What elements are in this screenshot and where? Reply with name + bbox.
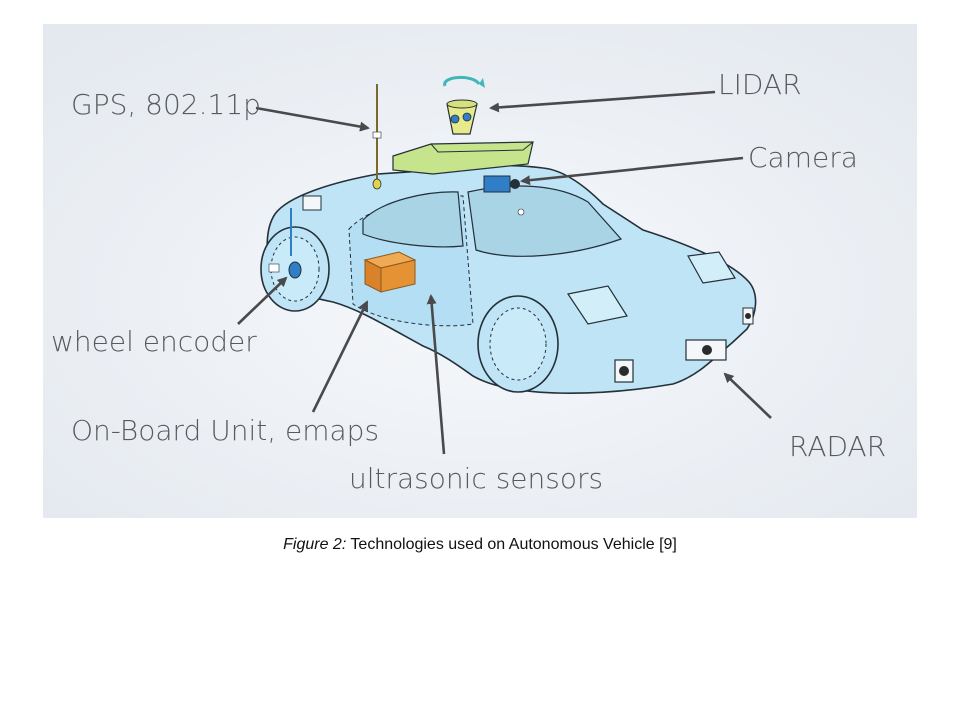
label-obu: On-Board Unit, emaps: [71, 414, 379, 447]
arrow-lidar: [489, 90, 716, 113]
obu-box: [363, 251, 417, 293]
front-wheel: [477, 295, 559, 393]
figure-image: GPS, 802.11p LIDAR Camera wheel encoder …: [43, 24, 917, 518]
label-camera: Camera: [748, 141, 858, 174]
figure-caption: Figure 2: Technologies used on Autonomou…: [0, 536, 960, 554]
car-illustration: [260, 76, 757, 394]
arrow-ultrasonic: [426, 294, 446, 455]
callout-arrows: [237, 90, 772, 455]
arrow-gps: [255, 106, 370, 132]
wheel-encoder-unit: [268, 208, 302, 279]
arrow-obu: [311, 300, 369, 413]
label-lidar: LIDAR: [718, 68, 802, 101]
gps-antenna: [372, 84, 382, 190]
label-ultrasonic: ultrasonic sensors: [349, 462, 603, 495]
label-radar: RADAR: [789, 430, 886, 463]
label-wheel-encoder: wheel encoder: [51, 325, 257, 358]
label-gps: GPS, 802.11p: [71, 88, 261, 121]
arrow-radar: [723, 372, 772, 419]
arrow-wheel-encoder: [237, 276, 288, 325]
caption-prefix: Figure 2:: [283, 536, 347, 553]
side-window: [362, 191, 464, 248]
camera-unit: [483, 175, 525, 216]
lidar-unit: [443, 76, 485, 135]
caption-text: Technologies used on Autonomous Vehicle …: [346, 536, 677, 553]
arrow-camera: [520, 156, 744, 186]
